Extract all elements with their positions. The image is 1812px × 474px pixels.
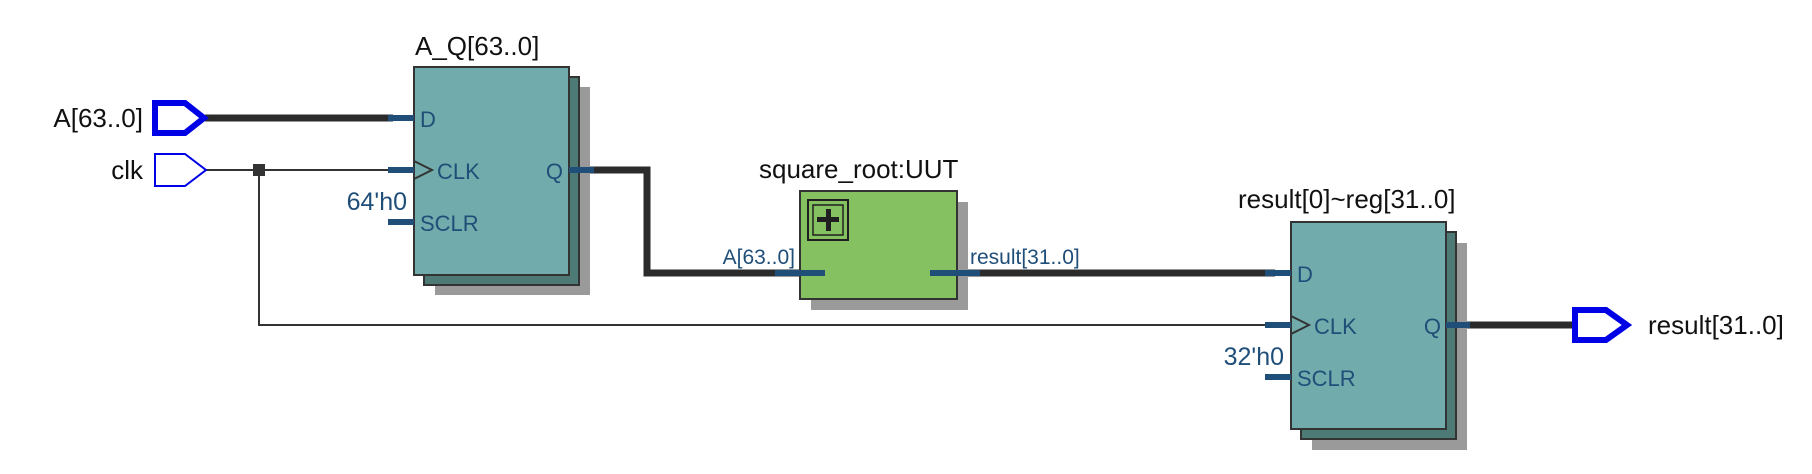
register-a-q-title: A_Q[63..0] <box>415 31 539 61</box>
input-port-clk[interactable]: clk <box>111 153 208 187</box>
pin-label-clk: CLK <box>437 159 480 184</box>
pin-label-q: Q <box>1424 314 1441 339</box>
pin-label-d: D <box>420 107 436 132</box>
bus-port-arrow-icon <box>152 100 209 136</box>
module-title: square_root:UUT <box>759 154 959 184</box>
wires <box>205 114 1580 329</box>
register-result[interactable]: result[0]~reg[31..0] D CLK SCLR Q 32'h0 <box>1224 184 1470 450</box>
wire-clk-result <box>258 170 1275 326</box>
output-port-result[interactable]: result[31..0] <box>1572 307 1784 343</box>
clk-junction-dot <box>253 164 265 176</box>
clock-edge-icon <box>413 160 435 180</box>
expand-plus-icon[interactable] <box>807 199 849 241</box>
register-a-q[interactable]: A_Q[63..0] D CLK SCLR Q 64'h0 <box>347 31 594 295</box>
pin-label-d: D <box>1297 262 1313 287</box>
pin-label-clk: CLK <box>1314 314 1357 339</box>
register-result-title: result[0]~reg[31..0] <box>1238 184 1456 214</box>
pin-label-sclr: SCLR <box>420 211 479 236</box>
sclr-constant-label: 64'h0 <box>347 188 407 216</box>
input-port-a[interactable]: A[63..0] <box>53 100 209 136</box>
module-port-in-label: A[63..0] <box>723 246 795 269</box>
pin-label-q: Q <box>546 159 563 184</box>
clock-edge-icon <box>1290 315 1312 335</box>
sclr-constant-label: 32'h0 <box>1224 343 1284 371</box>
module-port-out-label: result[31..0] <box>970 246 1080 269</box>
pin-label-sclr: SCLR <box>1297 366 1356 391</box>
bus-port-arrow-icon <box>1572 307 1633 343</box>
module-square-root-uut[interactable]: square_root:UUT A[63..0] result[31..0] <box>723 154 1080 310</box>
input-port-a-label: A[63..0] <box>53 103 143 133</box>
port-arrow-icon <box>154 153 208 187</box>
bus-aq-to-uut <box>567 166 805 277</box>
output-port-result-label: result[31..0] <box>1648 310 1784 340</box>
input-port-clk-label: clk <box>111 155 144 185</box>
